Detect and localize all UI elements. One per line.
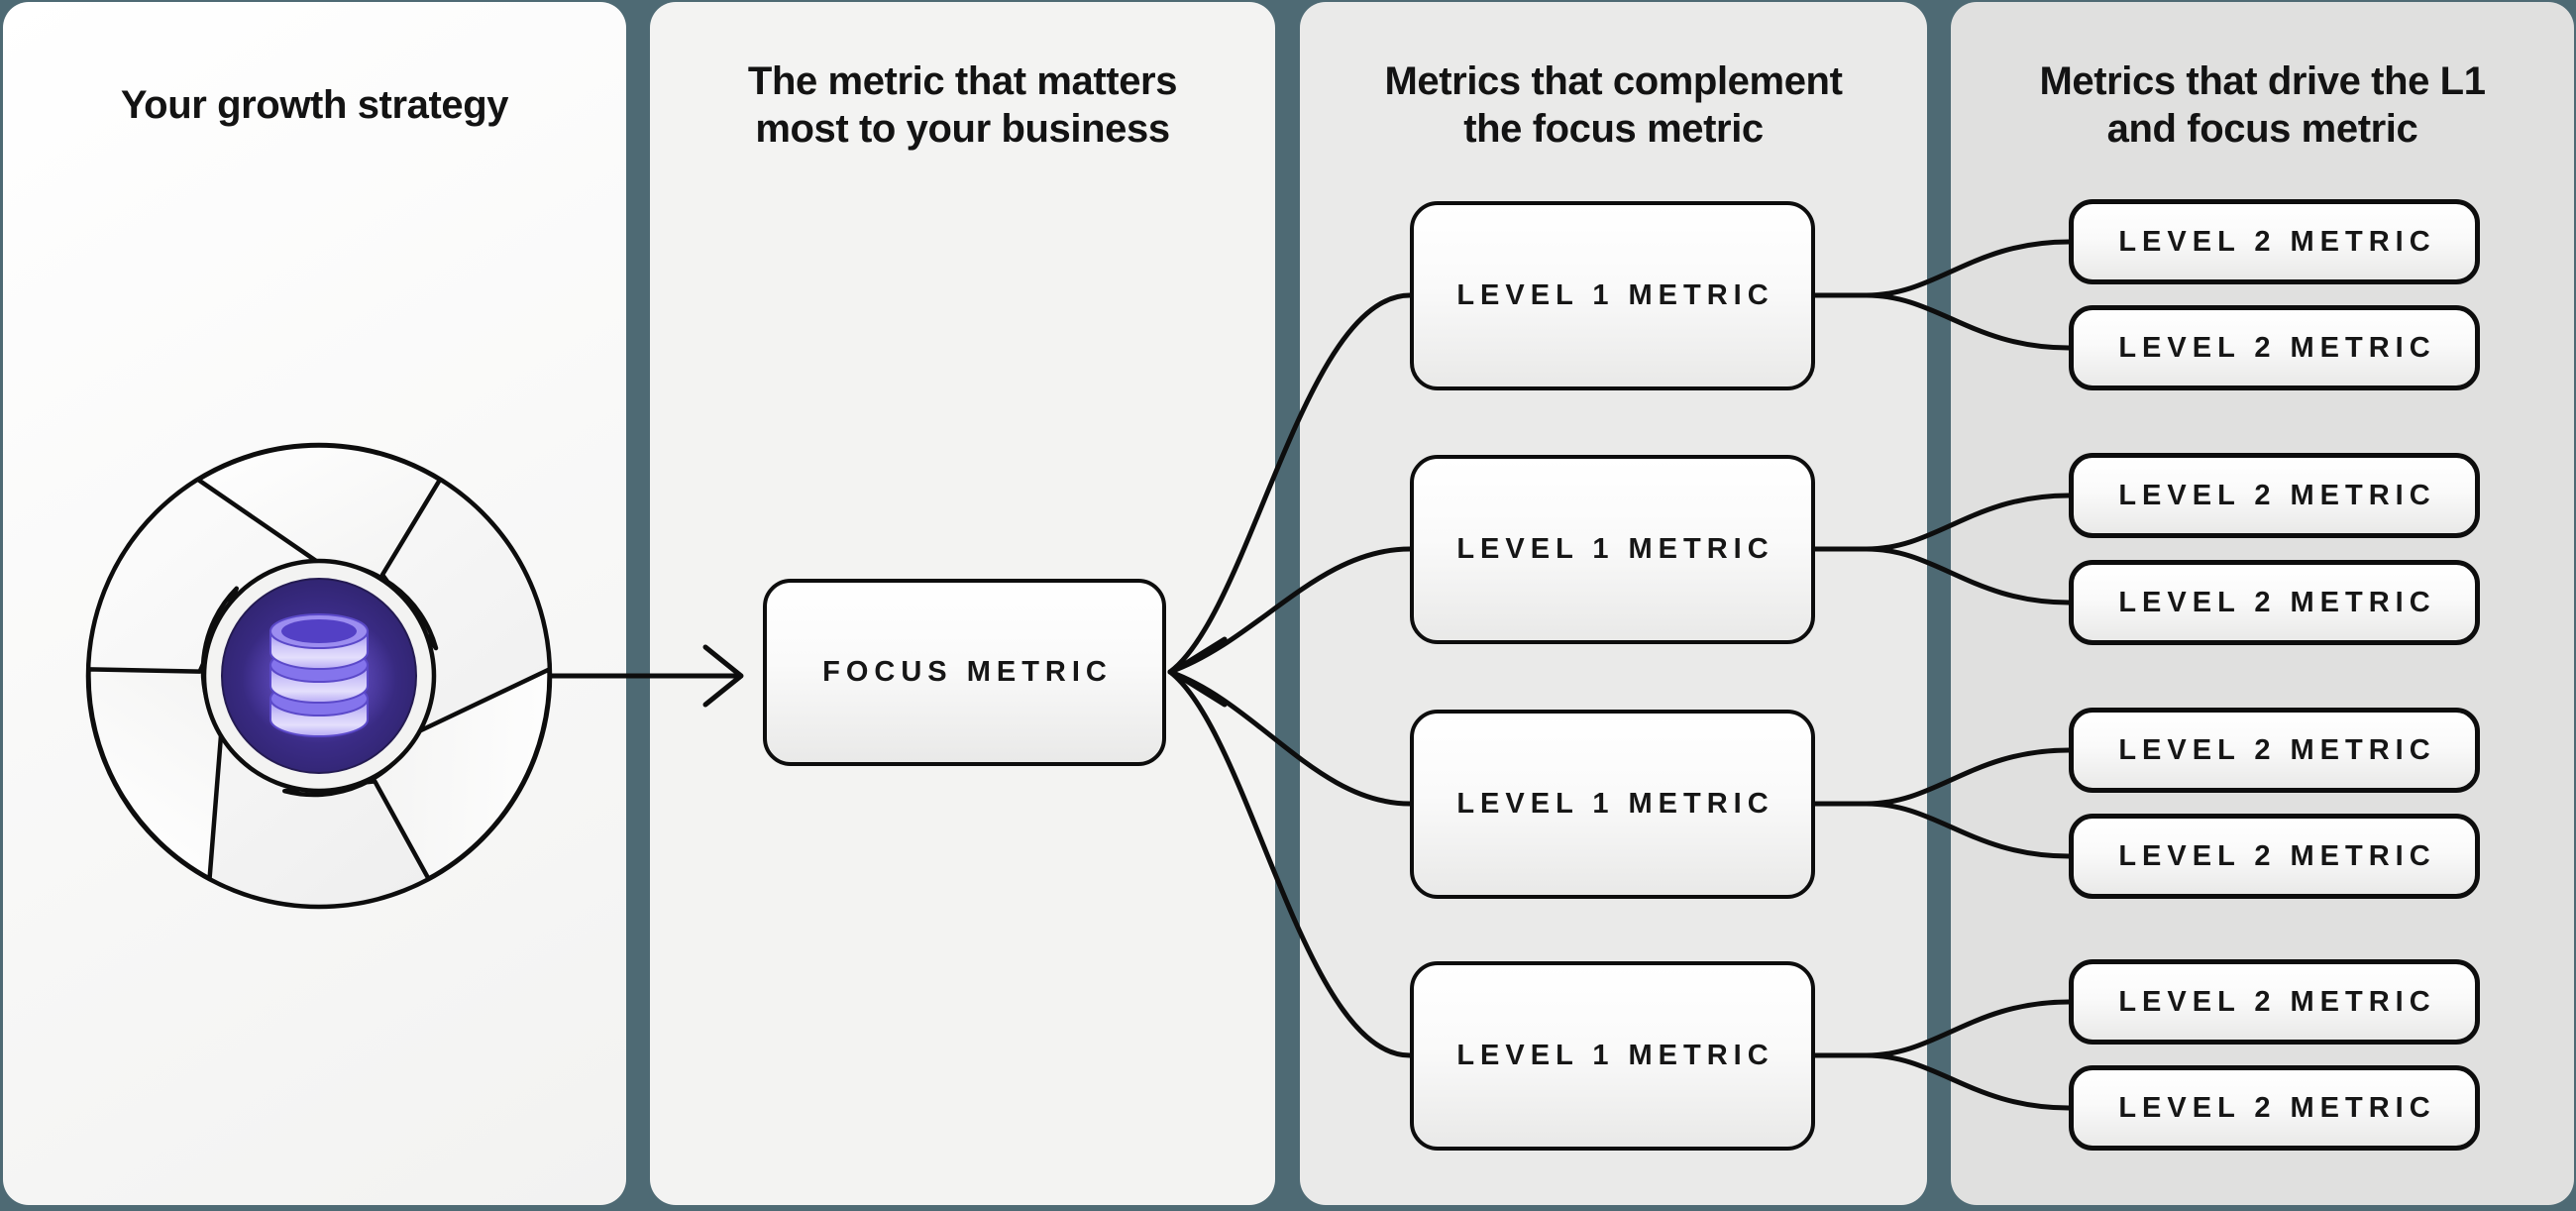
column-title: The metric that matters most to your bus… xyxy=(747,59,1178,151)
level1-metric-label: LEVEL 1 METRIC xyxy=(1456,279,1774,311)
level2-metric-label: LEVEL 2 METRIC xyxy=(2118,985,2436,1018)
level2-metric-label: LEVEL 2 METRIC xyxy=(2118,1091,2436,1124)
level1-metric-label: LEVEL 1 METRIC xyxy=(1456,788,1774,820)
level2-metric-label: LEVEL 2 METRIC xyxy=(2118,225,2436,258)
database-icon xyxy=(242,612,396,743)
level2-metric-box: LEVEL 2 METRIC xyxy=(2069,305,2480,390)
column-title: Your growth strategy xyxy=(120,83,509,127)
level1-metric-box: LEVEL 1 METRIC xyxy=(1410,961,1815,1151)
focus-metric-box: FOCUS METRIC xyxy=(763,579,1166,766)
level2-metric-box: LEVEL 2 METRIC xyxy=(2069,560,2480,645)
level1-metric-label: LEVEL 1 METRIC xyxy=(1456,533,1774,565)
level2-metric-box: LEVEL 2 METRIC xyxy=(2069,959,2480,1045)
focus-metric-label: FOCUS METRIC xyxy=(822,656,1113,688)
level2-metric-label: LEVEL 2 METRIC xyxy=(2118,839,2436,872)
level1-metric-box: LEVEL 1 METRIC xyxy=(1410,710,1815,899)
level2-metric-box: LEVEL 2 METRIC xyxy=(2069,1065,2480,1151)
level2-metric-box: LEVEL 2 METRIC xyxy=(2069,708,2480,793)
level2-metric-label: LEVEL 2 METRIC xyxy=(2118,479,2436,511)
level2-metric-box: LEVEL 2 METRIC xyxy=(2069,453,2480,538)
column-title: Metrics that drive the L1 and focus metr… xyxy=(2039,59,2486,151)
growth-flywheel-icon xyxy=(85,442,553,910)
level1-metric-label: LEVEL 1 METRIC xyxy=(1456,1040,1774,1071)
flywheel-to-focus-arrow xyxy=(548,644,744,708)
level2-metric-label: LEVEL 2 METRIC xyxy=(2118,331,2436,364)
level1-metric-box: LEVEL 1 METRIC xyxy=(1410,455,1815,644)
level1-metric-box: LEVEL 1 METRIC xyxy=(1410,201,1815,390)
panel-focus-metric: The metric that matters most to your bus… xyxy=(650,2,1275,1205)
level2-metric-box: LEVEL 2 METRIC xyxy=(2069,814,2480,899)
level2-metric-box: LEVEL 2 METRIC xyxy=(2069,199,2480,284)
focus-to-level1-connectors xyxy=(1167,292,1413,1058)
level2-metric-label: LEVEL 2 METRIC xyxy=(2118,586,2436,618)
level1-to-level2-connectors xyxy=(1812,239,2072,1111)
level2-metric-label: LEVEL 2 METRIC xyxy=(2118,733,2436,766)
column-title: Metrics that complement the focus metric xyxy=(1384,59,1843,151)
